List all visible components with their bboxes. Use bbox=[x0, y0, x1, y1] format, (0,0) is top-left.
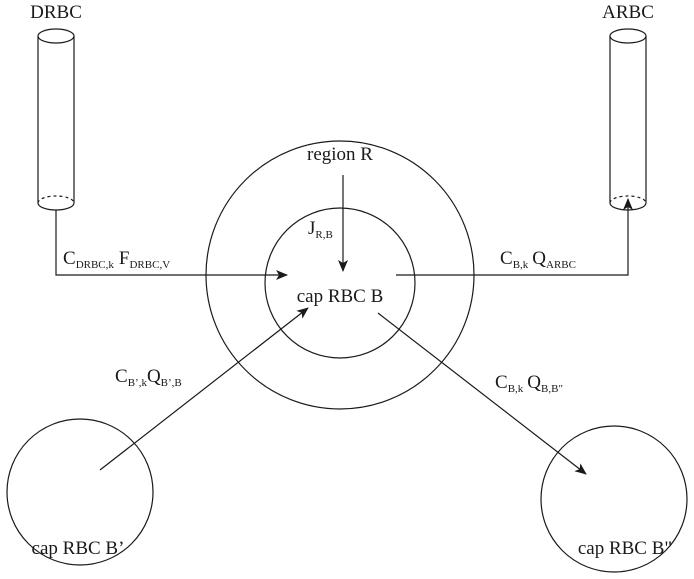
cap-rbc-b-circle bbox=[264, 207, 416, 359]
drbc-cylinder bbox=[37, 28, 75, 211]
arbc-cylinder bbox=[609, 28, 647, 211]
drbc-to-cap-b-arrow bbox=[55, 210, 288, 280]
cap-rbc-b-prime-circle bbox=[6, 418, 154, 566]
cap-b-to-cap-b-dprime-arrow bbox=[377, 312, 587, 475]
cap-b-prime-to-cap-b-arrow bbox=[99, 307, 309, 471]
cap-rbc-b-dprime-circle bbox=[540, 425, 688, 573]
cap-rbc-b-dprime-label: cap RBC B" bbox=[578, 538, 672, 559]
drbc-label: DRBC bbox=[30, 2, 82, 23]
cap-rbc-b-prime-label: cap RBC B’ bbox=[32, 538, 125, 559]
region-r-label: region R bbox=[307, 144, 373, 165]
b-prime-flow-label: CB’,kQB’,B bbox=[115, 366, 182, 389]
j-rb-label: JR,B bbox=[308, 218, 333, 241]
cap-b-to-arbc-arrow bbox=[396, 198, 633, 276]
cap-rbc-b-label: cap RBC B bbox=[297, 286, 384, 307]
arbc-label: ARBC bbox=[602, 2, 654, 23]
